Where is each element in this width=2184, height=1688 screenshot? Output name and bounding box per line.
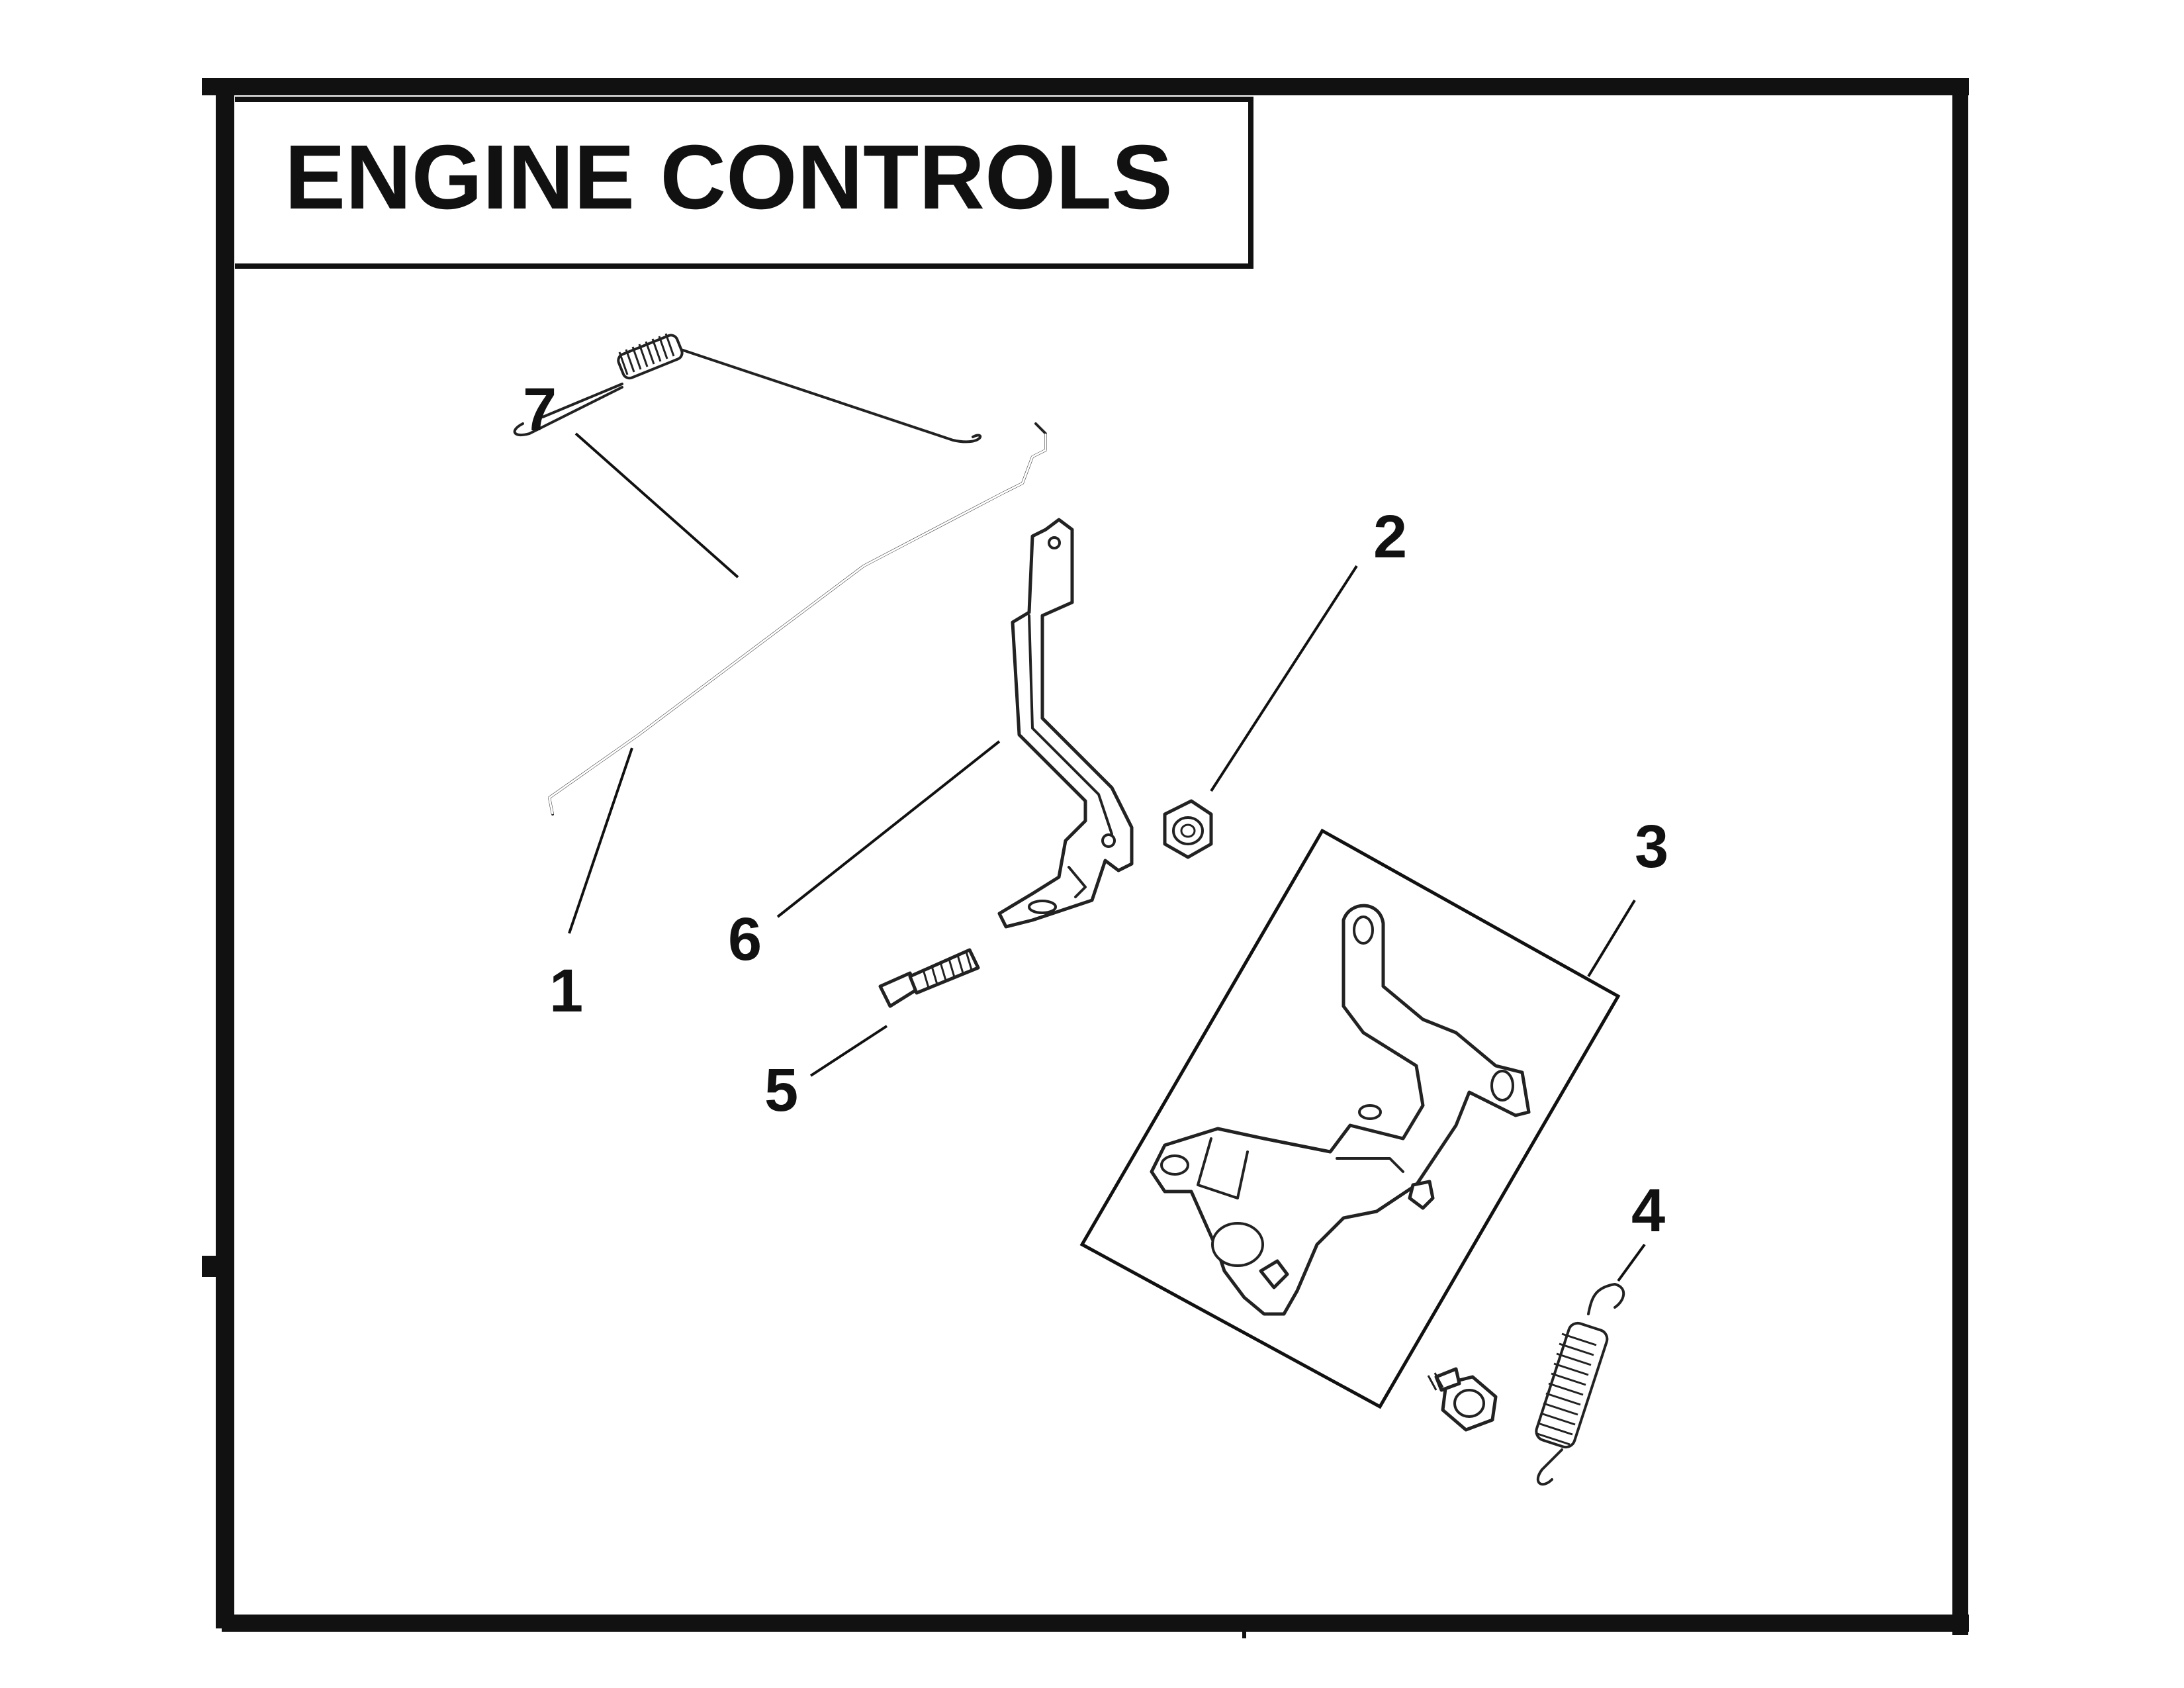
callout-2: 2 — [1373, 503, 1407, 571]
callout-6: 6 — [728, 906, 762, 973]
governor-link-rod — [548, 422, 1047, 816]
leader-3 — [1587, 899, 1636, 978]
throttle-lever — [997, 518, 1134, 929]
flange-nut — [1163, 799, 1213, 859]
callout-3: 3 — [1635, 813, 1668, 880]
page-frame — [202, 78, 1969, 1638]
governor-spring-coil — [617, 333, 684, 380]
leader-4 — [1617, 1243, 1646, 1282]
title-box: ENGINE CONTROLS — [235, 97, 1253, 269]
leader-5 — [809, 1025, 888, 1077]
leader-7 — [574, 432, 739, 579]
hex-bolt — [1427, 1367, 1498, 1432]
callout-5: 5 — [764, 1056, 798, 1124]
callout-4: 4 — [1631, 1177, 1665, 1244]
bracket-assembly-box — [1079, 828, 1621, 1409]
governor-spring — [513, 333, 982, 444]
extension-spring — [1535, 1283, 1625, 1486]
page-title: ENGINE CONTROLS — [285, 126, 1173, 228]
callouts: 7 2 3 6 1 5 4 — [523, 376, 1668, 1244]
extension-spring-coil — [1535, 1321, 1609, 1449]
leader-2 — [1210, 565, 1358, 792]
callout-7: 7 — [523, 376, 557, 444]
control-bracket-assembly — [1079, 828, 1621, 1409]
leader-6 — [776, 740, 1001, 918]
t-bolt — [878, 948, 980, 1008]
leader-lines — [568, 432, 1646, 1282]
leader-1 — [568, 747, 633, 934]
callout-1: 1 — [549, 957, 583, 1025]
